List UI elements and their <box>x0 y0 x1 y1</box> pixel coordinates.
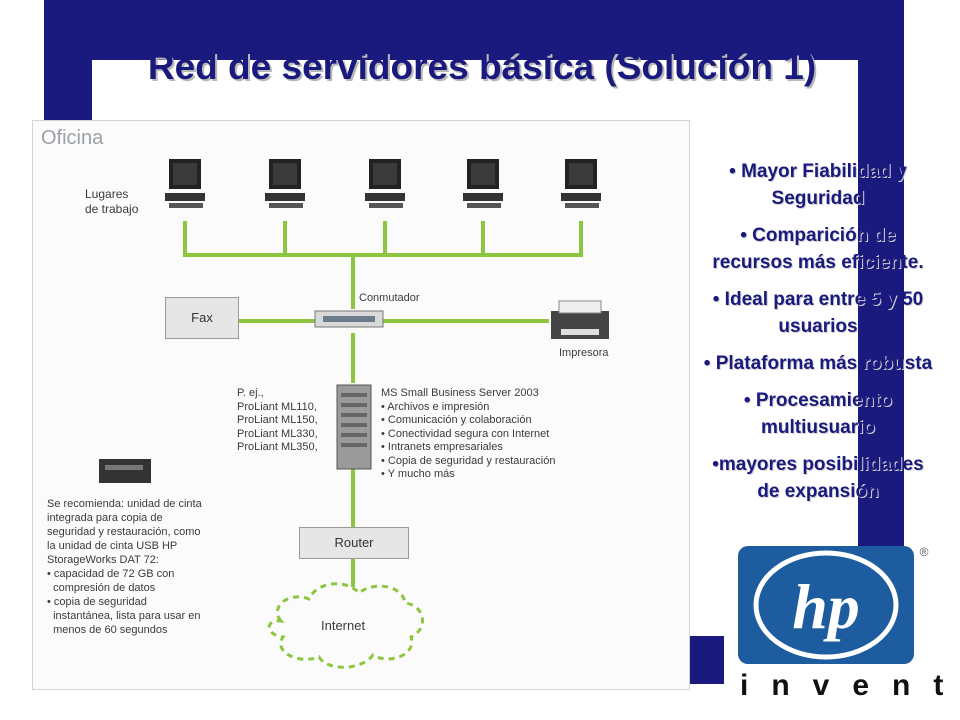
workstation-icon <box>365 159 405 208</box>
workstation-icon <box>165 159 205 208</box>
frame-accent-square <box>688 636 724 684</box>
frame-right-bar <box>858 0 904 548</box>
router-box: Router <box>299 527 409 559</box>
workstations-label: Lugares de trabajo <box>85 187 139 216</box>
registered-mark: ® <box>920 545 929 559</box>
frame-top-bar <box>44 0 904 60</box>
workstation-icon <box>265 159 305 208</box>
network-diagram-canvas <box>99 159 609 669</box>
feature-item: • Procesamiento multiusuario <box>743 390 893 438</box>
feature-item: • Comparición de recursos más eficiente. <box>712 225 924 273</box>
feature-item: • Plataforma más robusta <box>703 353 933 374</box>
workstation-icon <box>561 159 601 208</box>
frame-left-bar <box>44 0 92 120</box>
fax-label: Fax <box>191 310 213 325</box>
printer-label: Impresora <box>559 347 609 359</box>
workstation-icons <box>165 159 601 208</box>
server-icon <box>336 384 372 470</box>
tape-drive-icon <box>99 459 151 483</box>
printer-icon <box>551 300 609 339</box>
feature-item: • Ideal para entre 5 y 50 usuarios <box>712 289 924 337</box>
server-models-list: P. ej., ProLiant ML110, ProLiant ML150, … <box>237 387 318 453</box>
server-software-list: MS Small Business Server 2003 • Archivos… <box>381 387 556 480</box>
feature-item: • Mayor Fiabilidad y Seguridad <box>729 161 907 209</box>
switch-label: Conmutador <box>359 292 420 304</box>
switch-icon <box>314 310 384 328</box>
fax-box: Fax <box>165 297 239 339</box>
tape-recommendation-note: Se recomienda: unidad de cinta integrada… <box>47 498 202 636</box>
network-diagram: Oficina Lugares de trabajo Conmutador Fa… <box>32 120 690 690</box>
features-list: • Mayor Fiabilidad y Seguridad • Compari… <box>700 158 936 515</box>
internet-cloud <box>267 582 424 669</box>
internet-label: Internet <box>321 618 366 633</box>
office-section-title: Oficina <box>41 127 104 149</box>
network-lines <box>183 221 583 587</box>
workstation-icon <box>463 159 503 208</box>
feature-item: •mayores posibilidades de expansión <box>712 454 924 502</box>
router-label: Router <box>334 535 374 550</box>
slide-title: Red de servidores básica (Solución 1) <box>147 46 817 87</box>
hp-logo-text: hp <box>792 571 860 642</box>
invent-tagline: invent <box>740 669 960 702</box>
hp-logo: hp ® <box>738 545 929 664</box>
